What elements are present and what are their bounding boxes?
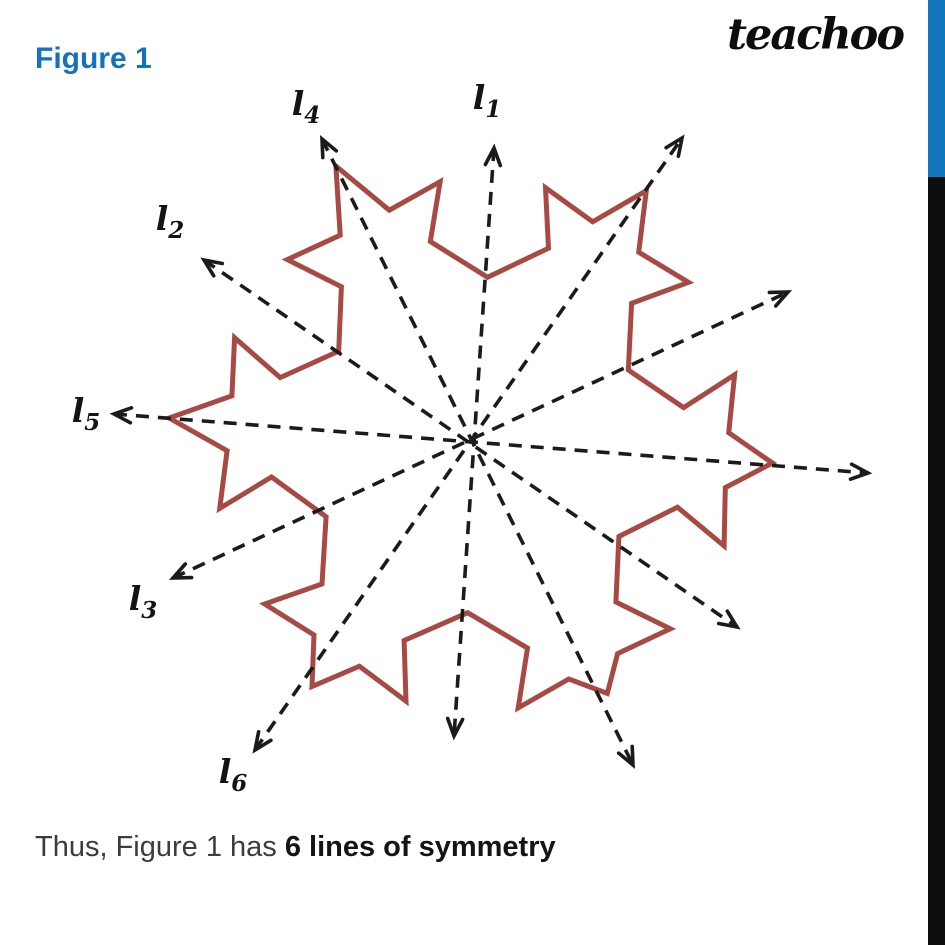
symmetry-line-l4 xyxy=(320,138,635,766)
arrowhead-l3-b xyxy=(767,290,793,308)
caption-regular: Thus, Figure 1 has xyxy=(35,831,285,863)
line-label-l5: l5 xyxy=(72,391,101,436)
arrowhead-l4-a xyxy=(320,135,339,160)
line-label-l3: l3 xyxy=(129,579,158,624)
caption: Thus, Figure 1 has 6 lines of symmetry xyxy=(35,831,556,864)
symmetry-line-l6 xyxy=(253,136,684,752)
line-label-l2: l2 xyxy=(156,199,185,244)
accent-bar-black xyxy=(928,177,945,945)
symmetry-figure-svg: l1 l2 l3 l4 l5 l6 xyxy=(72,78,873,797)
line-label-l1: l1 xyxy=(473,78,502,123)
line-label-l4: l4 xyxy=(292,84,321,129)
arrowhead-l5-a xyxy=(109,406,134,425)
arrowhead-l4-b xyxy=(616,744,635,769)
line-label-l6: l6 xyxy=(219,752,248,797)
symmetry-line-l5 xyxy=(113,412,869,475)
teachoo-logo: teachoo xyxy=(727,10,905,60)
arrowhead-l1-b xyxy=(445,716,465,741)
snowflake-outline xyxy=(163,160,778,713)
arrowhead-l1-a xyxy=(483,143,503,168)
symmetry-line-l3 xyxy=(172,290,789,580)
figure-title: Figure 1 xyxy=(35,42,152,75)
arrowhead-l6-b xyxy=(664,134,685,158)
arrowhead-l6-a xyxy=(252,730,273,754)
arrowhead-l5-b xyxy=(848,462,873,481)
accent-bar-blue xyxy=(928,0,945,177)
arrowhead-l3-a xyxy=(168,562,194,580)
arrowhead-l2-b xyxy=(716,609,741,630)
arrowhead-l2-a xyxy=(200,257,225,278)
symmetry-line-l2 xyxy=(202,258,739,629)
caption-bold: 6 lines of symmetry xyxy=(284,831,556,863)
